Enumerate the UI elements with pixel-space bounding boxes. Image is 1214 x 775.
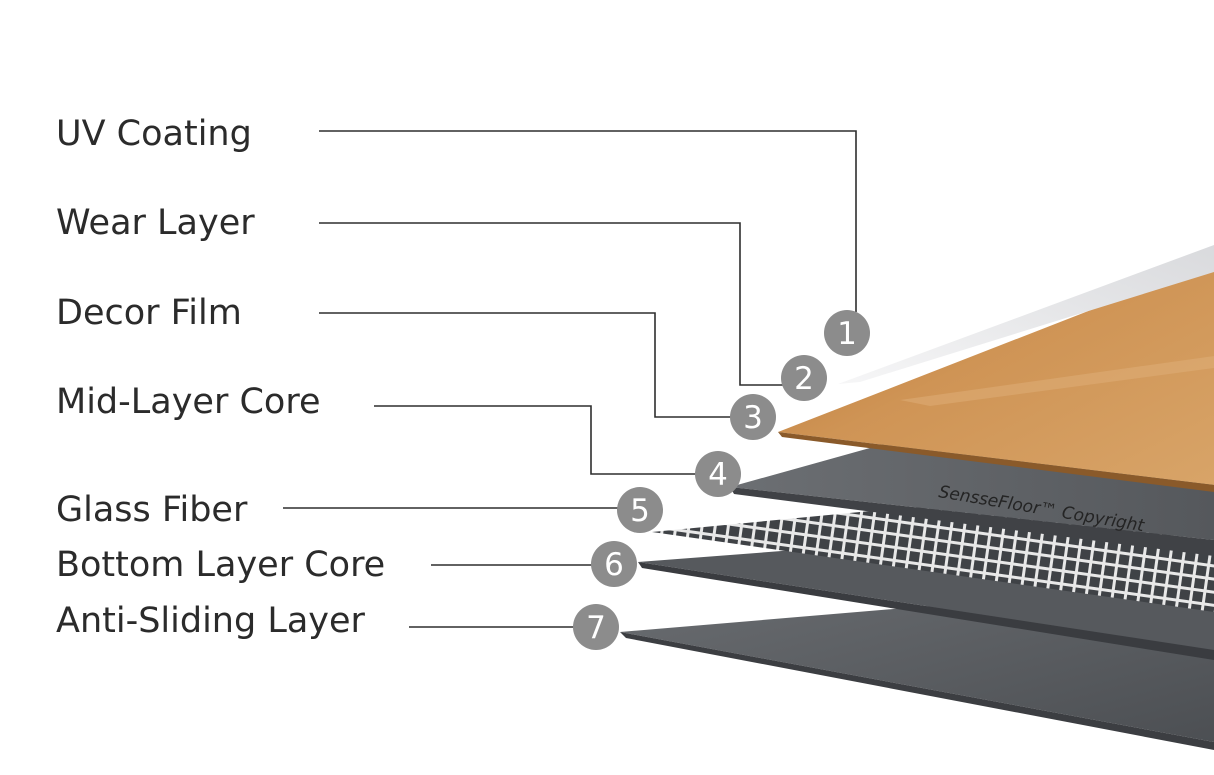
number-badge-4: 4: [695, 451, 741, 497]
layer-label-decor-film: Decor Film: [56, 293, 242, 333]
leader-line-1: [319, 130, 857, 312]
number-badge-1-text: 1: [837, 316, 857, 352]
layer-label-glass-fiber: Glass Fiber: [56, 490, 248, 530]
uv-coating-slab: [838, 245, 1214, 384]
number-badge-1: 1: [824, 310, 870, 356]
number-badge-3-text: 3: [743, 400, 763, 436]
number-badge-7: 7: [573, 604, 619, 650]
number-badge-2-text: 2: [794, 361, 814, 397]
number-badge-6: 6: [591, 541, 637, 587]
layer-labels: UV Coating Wear Layer Decor Film Mid-Lay…: [56, 114, 385, 641]
number-badge-5: 5: [617, 487, 663, 533]
number-badges: 1 2 3 4 5 6 7: [573, 310, 870, 650]
leader-lines: [283, 130, 857, 628]
number-badge-7-text: 7: [586, 610, 606, 646]
number-badge-5-text: 5: [630, 493, 650, 529]
layer-label-anti-sliding-layer: Anti-Sliding Layer: [56, 601, 366, 641]
layer-label-wear-layer: Wear Layer: [56, 203, 255, 243]
layer-label-mid-layer-core: Mid-Layer Core: [56, 382, 320, 422]
decor-film-slab: [778, 262, 1214, 492]
number-badge-6-text: 6: [604, 547, 624, 583]
number-badge-4-text: 4: [708, 457, 728, 493]
layer-label-uv-coating: UV Coating: [56, 114, 252, 154]
plank-illustration: SensseFloor™ Copyright: [620, 245, 1214, 750]
number-badge-2: 2: [781, 355, 827, 401]
leader-line-2: [319, 222, 784, 386]
number-badge-3: 3: [730, 394, 776, 440]
layer-label-bottom-layer-core: Bottom Layer Core: [56, 545, 385, 585]
leader-line-4: [374, 405, 697, 475]
leader-line-3: [319, 312, 733, 418]
